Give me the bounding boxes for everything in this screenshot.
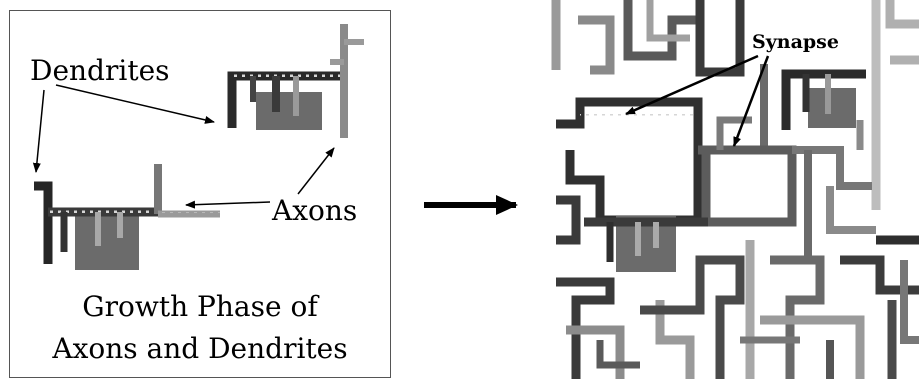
upper-neuron-soma [256,92,322,130]
axons-label: Axons [271,194,357,227]
dendrites-arrow-to-upper [55,84,215,124]
lower-neuron-dendrite [34,181,53,264]
lower-neuron [34,164,220,270]
dendrites-label: Dendrites [30,54,170,87]
caption-line-2: Axons and Dendrites [51,332,347,365]
left-panel: Dendrites Axons Growth Phase of Axons an… [9,10,391,378]
axons-arrow-to-lower [185,200,271,209]
caption-line-1: Growth Phase of [82,290,320,323]
synapse-label: Synapse [752,31,839,53]
lower-neuron-soma [75,210,139,270]
right-panel: Synapse [548,0,919,379]
dendrites-arrow-to-lower [32,89,45,173]
synapse-arrow-left [625,54,759,116]
synapse-arrow-center [732,55,770,147]
upper-neuron [227,24,364,138]
axons-arrow-to-upper [297,147,335,195]
